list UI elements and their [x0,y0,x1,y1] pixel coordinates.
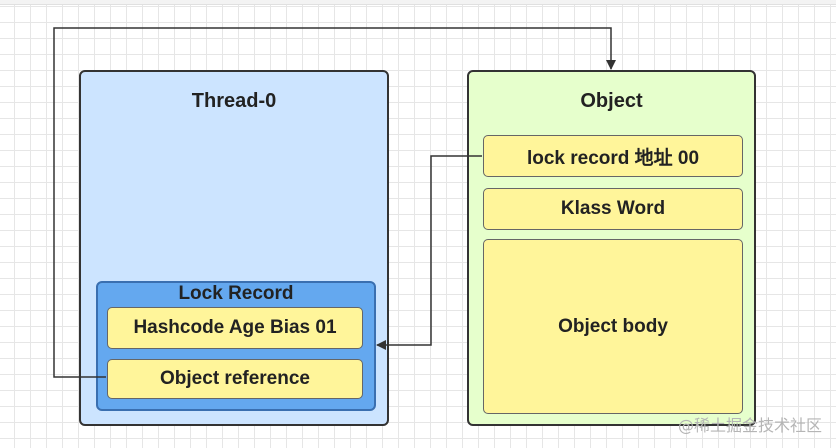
object-box: Object lock record 地址 00 Klass Word Obje… [467,70,756,426]
watermark: @稀土掘金技术社区 [677,416,822,435]
object-body-field: Object body [483,239,743,414]
top-border [0,0,836,5]
hashcode-field: Hashcode Age Bias 01 [107,307,363,349]
mark-word-field: lock record 地址 00 [483,135,743,177]
lock-record-address-arrow [376,155,482,350]
thread-box: Thread-0 Lock Record Hashcode Age Bias 0… [79,70,389,426]
object-reference-field: Object reference [107,359,363,399]
object-reference-arrow [53,27,616,378]
lock-record-title: Lock Record [178,283,294,304]
lock-record-box: Lock Record Hashcode Age Bias 01 Object … [96,281,376,411]
klass-word-field: Klass Word [483,188,743,230]
thread-title: Thread-0 [191,90,277,112]
object-title: Object [580,90,643,112]
